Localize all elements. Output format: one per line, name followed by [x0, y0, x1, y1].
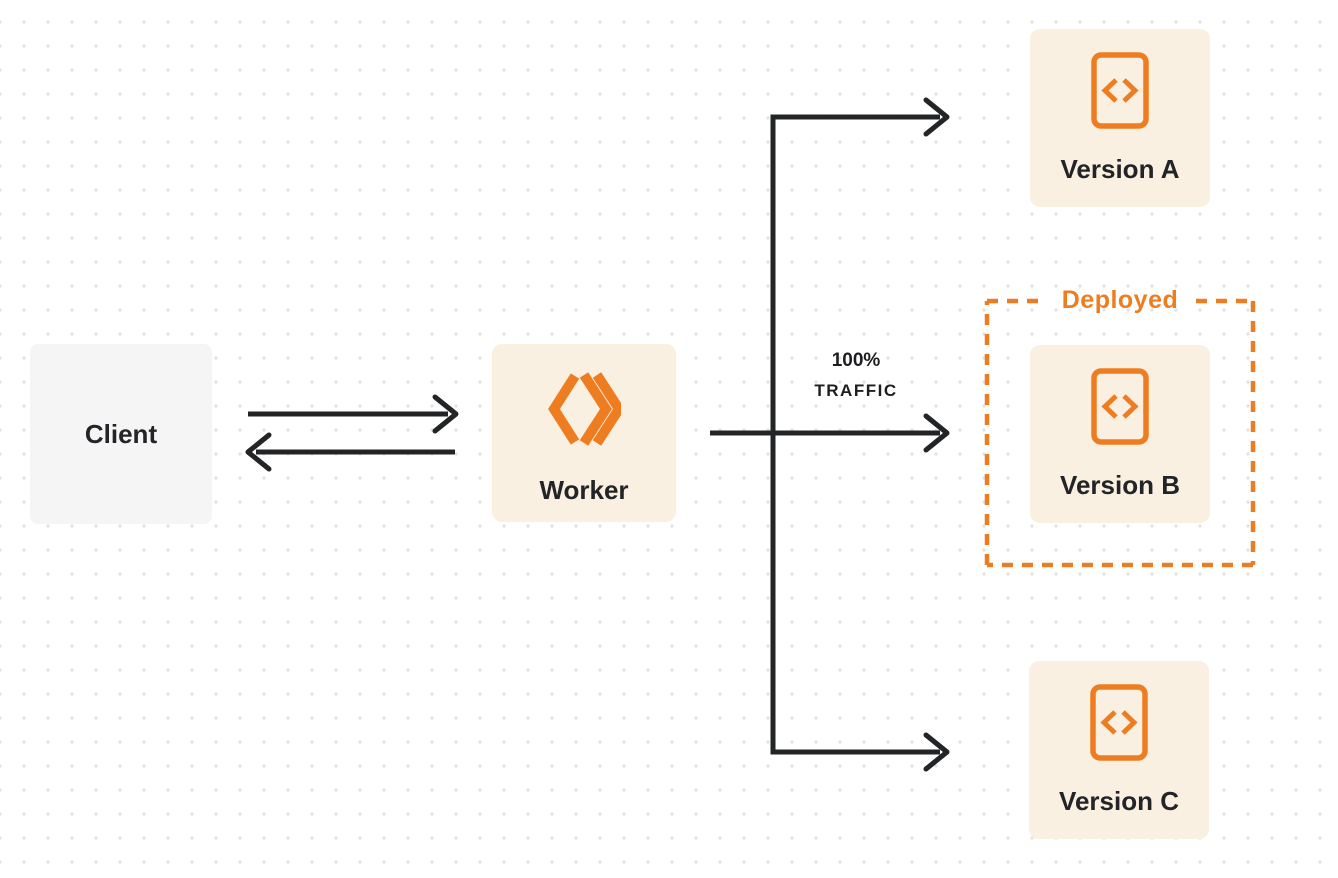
code-file-icon	[1091, 368, 1149, 445]
worker-node: Worker	[492, 344, 676, 522]
branch-trunk-line	[770, 114, 940, 755]
version-c-node: Version C	[1029, 661, 1209, 839]
deployed-label: Deployed	[1061, 286, 1179, 314]
arrowhead-version-c	[923, 732, 950, 772]
client-to-worker-arrowhead	[432, 394, 459, 434]
version-c-label: Version C	[1059, 786, 1179, 816]
version-a-label: Version A	[1060, 154, 1180, 184]
client-node: Client	[30, 344, 212, 524]
code-file-icon	[1091, 52, 1149, 129]
code-file-icon	[1090, 684, 1148, 761]
traffic-word-text: TRAFFIC	[814, 381, 898, 400]
version-a-node: Version A	[1030, 29, 1210, 207]
client-label: Client	[84, 418, 158, 449]
version-b-node: Version B	[1030, 345, 1210, 523]
arrowhead-version-a	[923, 97, 950, 137]
arrowhead-version-b	[923, 413, 950, 453]
worker-to-client-arrowhead	[245, 432, 272, 472]
version-b-label: Version B	[1060, 470, 1180, 500]
traffic-percent-text: 100%	[831, 350, 881, 371]
worker-label: Worker	[539, 475, 629, 505]
traffic-annotation: 100% TRAFFIC	[796, 350, 916, 401]
workers-triple-chevron-icon	[548, 372, 621, 446]
